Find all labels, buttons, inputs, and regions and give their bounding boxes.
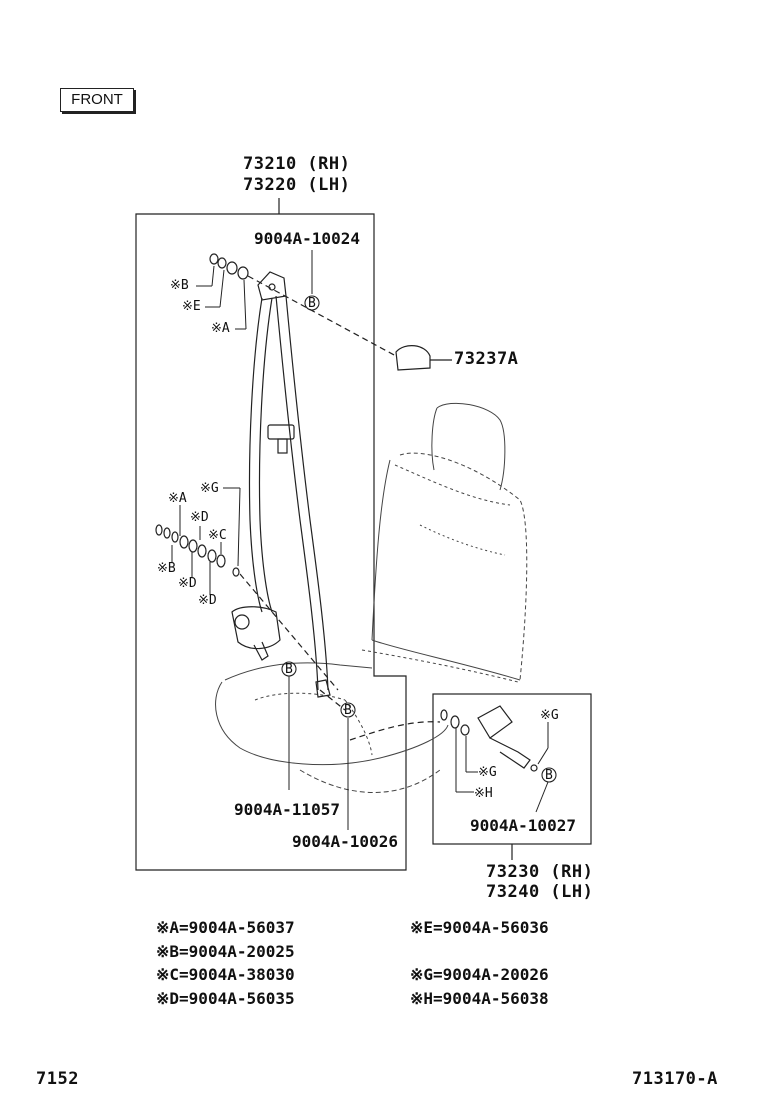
- buckle-assembly-rh-label: 73230 (RH): [486, 862, 594, 882]
- part-bolt-retractor: 9004A-11057: [234, 800, 340, 819]
- washers-buckle: [440, 709, 470, 736]
- figure-code: 713170-A: [632, 1069, 718, 1089]
- callout-h-buckle: ※H: [474, 786, 493, 801]
- legend-item-e: ※E=9004A-56036: [410, 918, 549, 937]
- callout-d-middle-bottom: ※D: [198, 593, 217, 608]
- front-direction-label: FRONT: [60, 88, 134, 112]
- seat-outline: [215, 402, 528, 793]
- callout-b-middle: ※B: [157, 561, 176, 576]
- assembly-bracket: [135, 213, 407, 871]
- legend-item-d: ※D=9004A-56035: [156, 989, 295, 1008]
- callout-g-buckle-top: ※G: [540, 708, 559, 723]
- callout-c-middle: ※C: [208, 528, 227, 543]
- cover-cap: [395, 345, 431, 371]
- part-bolt-buckle: 9004A-10027: [470, 816, 576, 835]
- part-bolt-anchor: 9004A-10026: [292, 832, 398, 851]
- circle-b-label-anchor: B: [344, 703, 352, 718]
- page-code: 7152: [36, 1069, 79, 1089]
- legend-item-g: ※G=9004A-20026: [410, 965, 549, 984]
- circle-b-label-buckle: B: [545, 768, 553, 783]
- callout-d-middle: ※D: [178, 576, 197, 591]
- circle-b-label-retractor: B: [285, 662, 293, 677]
- washers-middle: [155, 524, 240, 577]
- callout-a-top: ※A: [211, 321, 230, 336]
- callout-b-top: ※B: [170, 278, 189, 293]
- callout-d-middle-top: ※D: [190, 510, 209, 525]
- part-cover: 73237A: [454, 349, 519, 369]
- belt-webbing: [231, 271, 331, 698]
- callout-g-buckle: ※G: [478, 765, 497, 780]
- callout-a-middle: ※A: [168, 491, 187, 506]
- part-bolt-top: 9004A-10024: [254, 229, 360, 248]
- assembly-lh-label: 73220 (LH): [243, 175, 351, 195]
- circle-b-markers: [281, 295, 557, 783]
- buckle-assembly-lh-label: 73240 (LH): [486, 882, 594, 902]
- circle-b-label-top: B: [308, 296, 316, 311]
- buckle: [477, 705, 538, 772]
- legend-item-a: ※A=9004A-56037: [156, 918, 295, 937]
- legend-item-c: ※C=9004A-38030: [156, 965, 295, 984]
- washers-top: [209, 253, 249, 280]
- legend-item-h: ※H=9004A-56038: [410, 989, 549, 1008]
- callout-g-middle: ※G: [200, 481, 219, 496]
- callout-leaders: [171, 250, 549, 830]
- assembly-rh-label: 73210 (RH): [243, 154, 351, 174]
- legend-item-b: ※B=9004A-20025: [156, 942, 295, 961]
- callout-e-top: ※E: [182, 299, 201, 314]
- dashed-guide-lines: [239, 275, 441, 741]
